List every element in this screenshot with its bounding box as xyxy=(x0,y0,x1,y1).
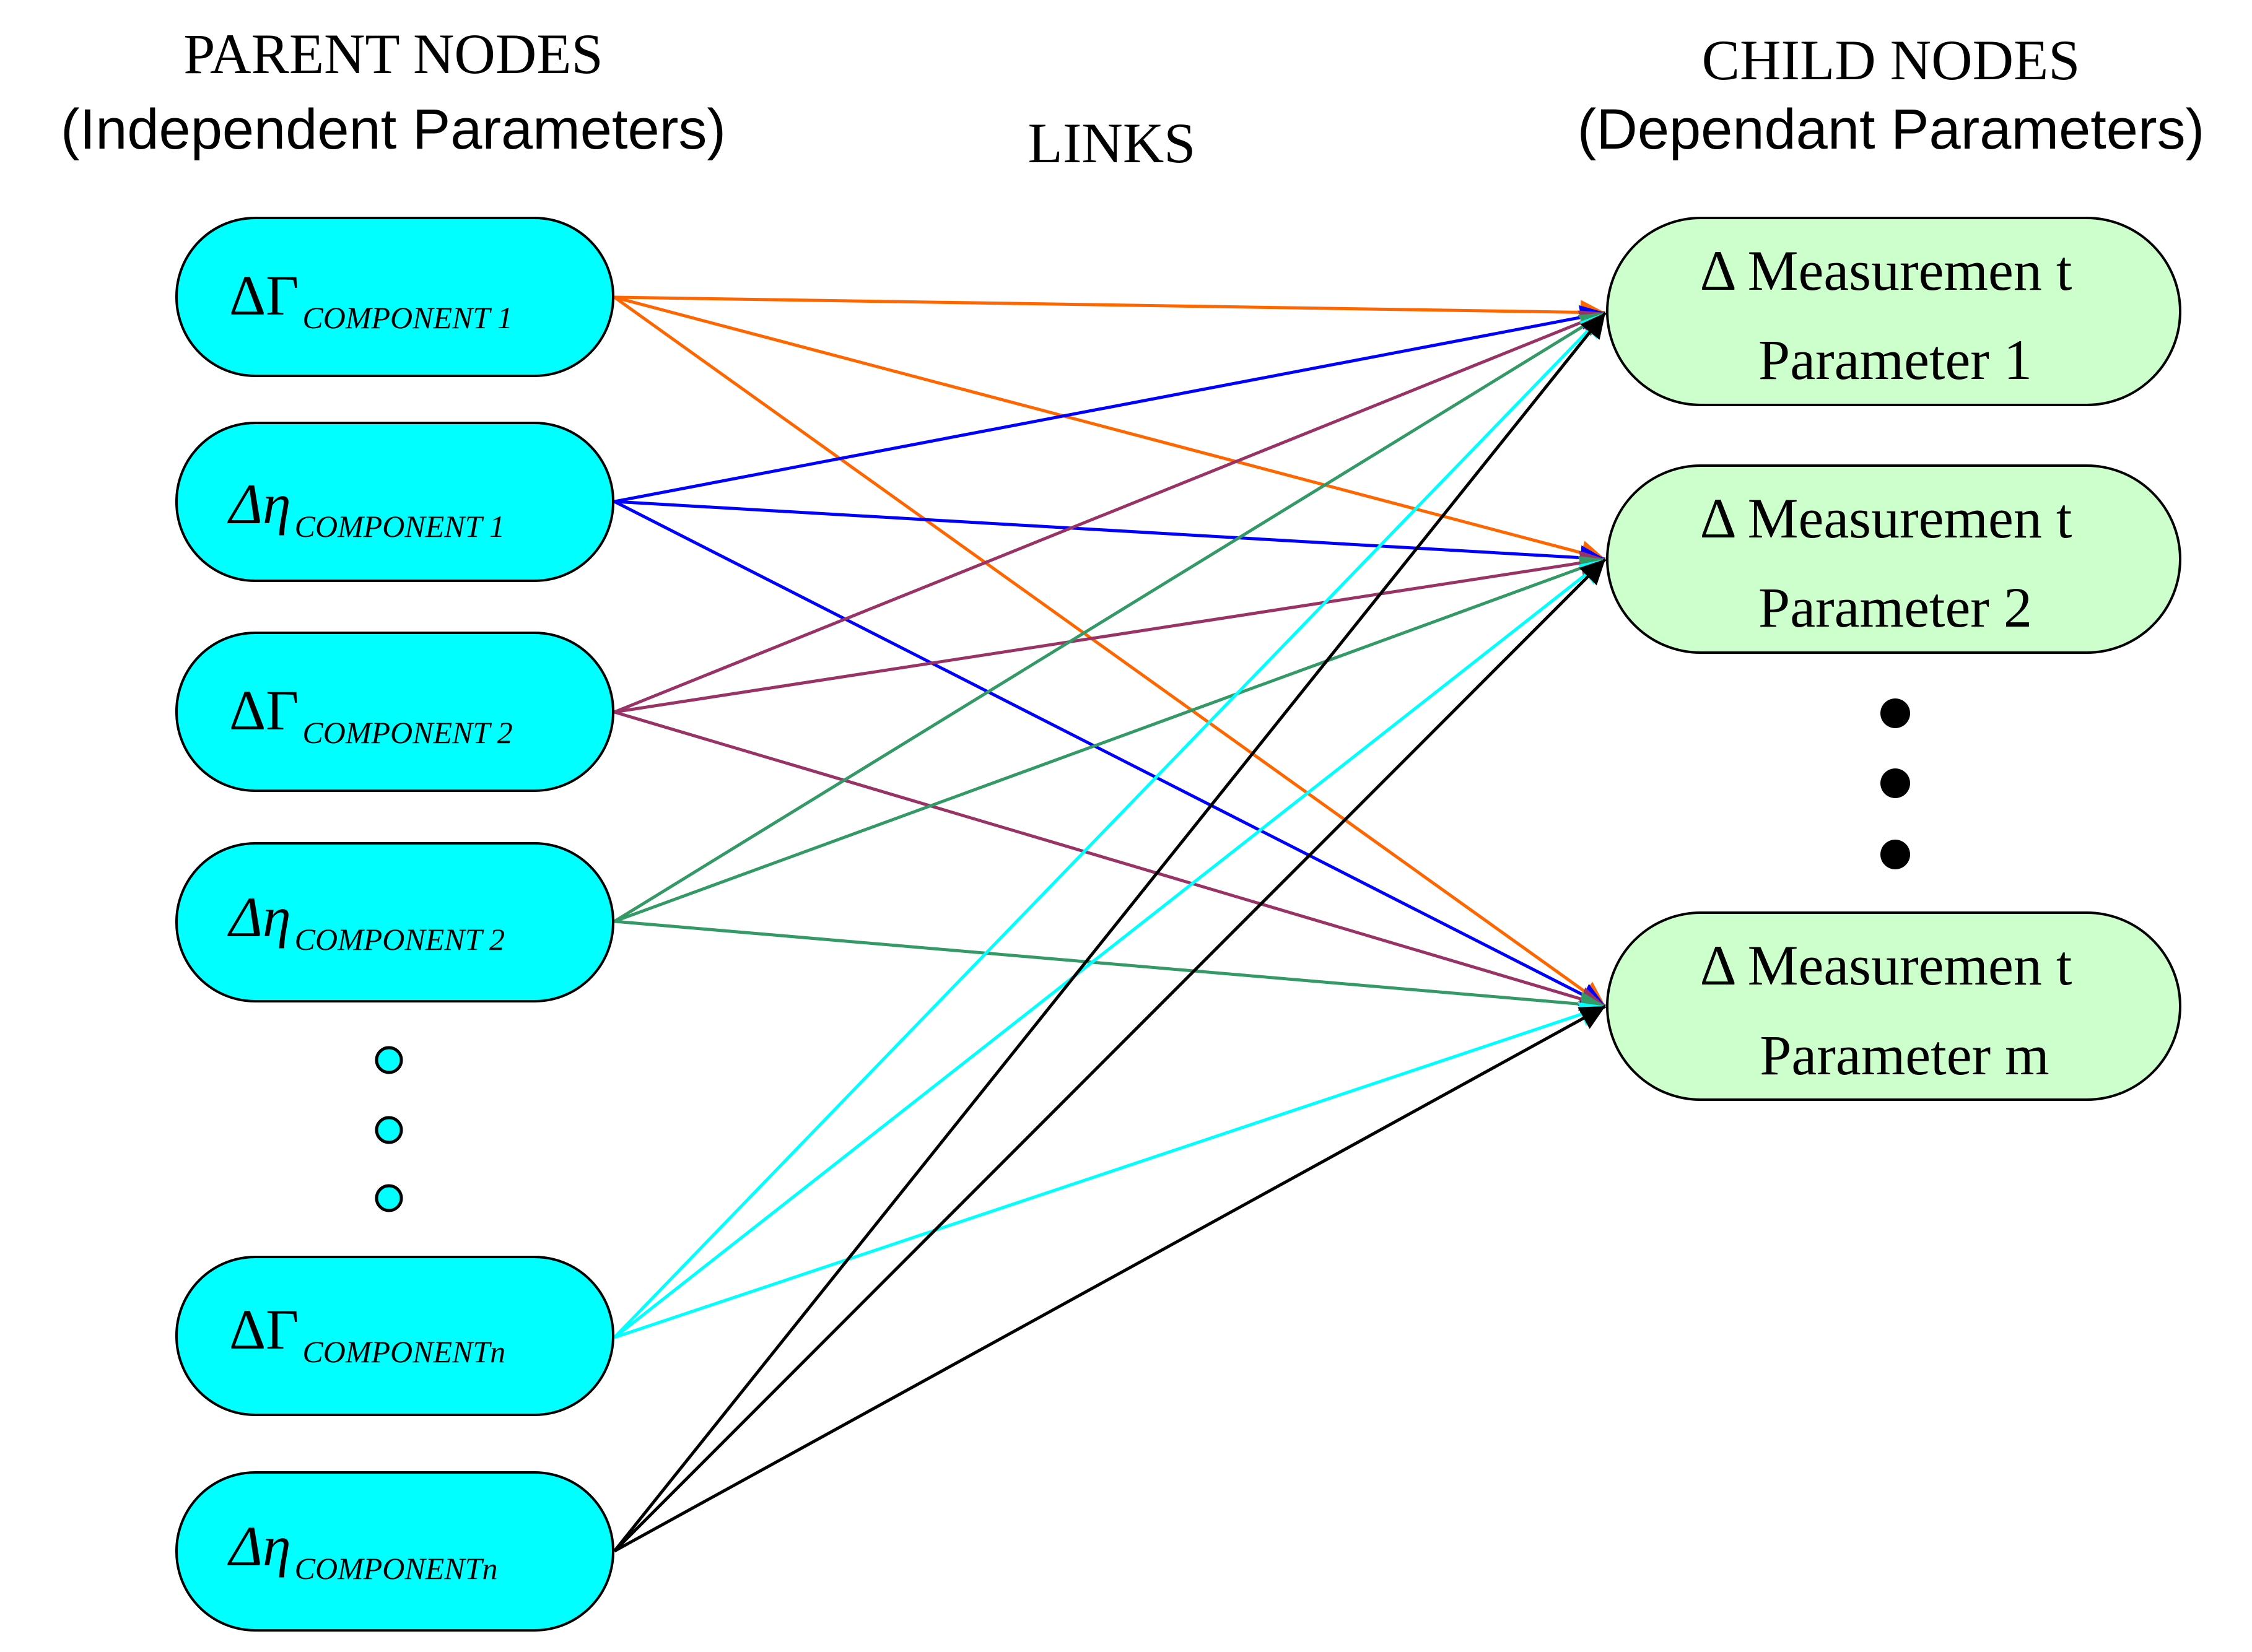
child-node-2-line1: Δ Measuremen t xyxy=(1700,487,2072,550)
link-p5-to-c3 xyxy=(614,1002,1606,1339)
parent-node-5-subscript: COMPONENTn xyxy=(302,1334,505,1369)
parent-node-5-symbol: ΔΓ xyxy=(229,1298,299,1361)
link-p2-to-c3 xyxy=(613,500,1607,1008)
link-p1-to-c3 xyxy=(613,295,1607,1008)
child-ellipsis-dot xyxy=(1880,768,1910,798)
link-p3-to-c2 xyxy=(614,550,1606,714)
parent-node-4-subscript: COMPONENT 2 xyxy=(295,922,505,957)
link-p1-to-c2 xyxy=(614,295,1606,565)
link-p5-to-c1 xyxy=(613,311,1607,1339)
child-ellipsis-dot xyxy=(1880,698,1910,728)
link-p4-to-c3 xyxy=(614,919,1606,1017)
parent-node-3-subscript: COMPONENT 2 xyxy=(302,715,512,750)
link-p3-to-c1 xyxy=(614,310,1606,714)
child-node-3: Δ Measuremen t Parameter m xyxy=(1606,911,2181,1101)
parent-node-2-symbol: Δη xyxy=(227,472,291,536)
link-p6-to-c3 xyxy=(613,1004,1607,1553)
parent-nodes-title: PARENT NODES xyxy=(183,22,603,85)
links-layer xyxy=(613,295,1607,1553)
child-node-1-line2: Parameter 1 xyxy=(1758,328,2032,391)
child-ellipsis-dot xyxy=(1880,840,1910,869)
child-nodes: Δ Measuremen t Parameter 1 Δ Measuremen … xyxy=(1606,217,2181,1101)
link-p2-to-c1 xyxy=(614,305,1606,503)
link-p5-to-c2 xyxy=(613,558,1607,1339)
link-p6-to-c1 xyxy=(613,311,1607,1552)
child-node-2: Δ Measuremen t Parameter 2 xyxy=(1606,464,2181,654)
parent-node-1-symbol: ΔΓ xyxy=(229,264,299,327)
link-p4-to-c1 xyxy=(613,311,1607,923)
link-p3-to-c3 xyxy=(614,710,1606,1011)
parent-ellipsis-dot xyxy=(375,1184,403,1212)
links-title: LINKS xyxy=(1028,111,1196,175)
child-node-3-line1: Δ Measuremen t xyxy=(1700,934,2072,997)
parent-node-6-symbol: Δη xyxy=(227,1515,291,1578)
parent-ellipsis-dot xyxy=(375,1116,403,1144)
link-p4-to-c2 xyxy=(614,555,1606,923)
link-p2-to-c2 xyxy=(614,500,1606,570)
child-node-1: Δ Measuremen t Parameter 1 xyxy=(1606,217,2181,406)
parent-nodes-subtitle: (Independent Parameters) xyxy=(61,98,726,161)
parent-node-3-symbol: ΔΓ xyxy=(229,679,299,742)
child-nodes-title: CHILD NODES xyxy=(1702,28,2080,92)
link-p1-to-c1 xyxy=(614,295,1606,325)
child-nodes-subtitle: (Dependant Parameters) xyxy=(1578,98,2205,161)
parent-node-1-subscript: COMPONENT 1 xyxy=(302,300,512,335)
parent-node-2-subscript: COMPONENT 1 xyxy=(295,509,505,544)
child-node-3-line2: Parameter m xyxy=(1760,1024,2049,1087)
link-p6-to-c2 xyxy=(613,558,1607,1552)
parent-node-6-subscript: COMPONENTn xyxy=(295,1551,498,1586)
parent-node-4-symbol: Δη xyxy=(227,885,291,949)
child-node-2-line2: Parameter 2 xyxy=(1758,576,2032,639)
parent-ellipsis-dot xyxy=(375,1046,403,1074)
child-node-1-line1: Δ Measuremen t xyxy=(1700,239,2072,302)
